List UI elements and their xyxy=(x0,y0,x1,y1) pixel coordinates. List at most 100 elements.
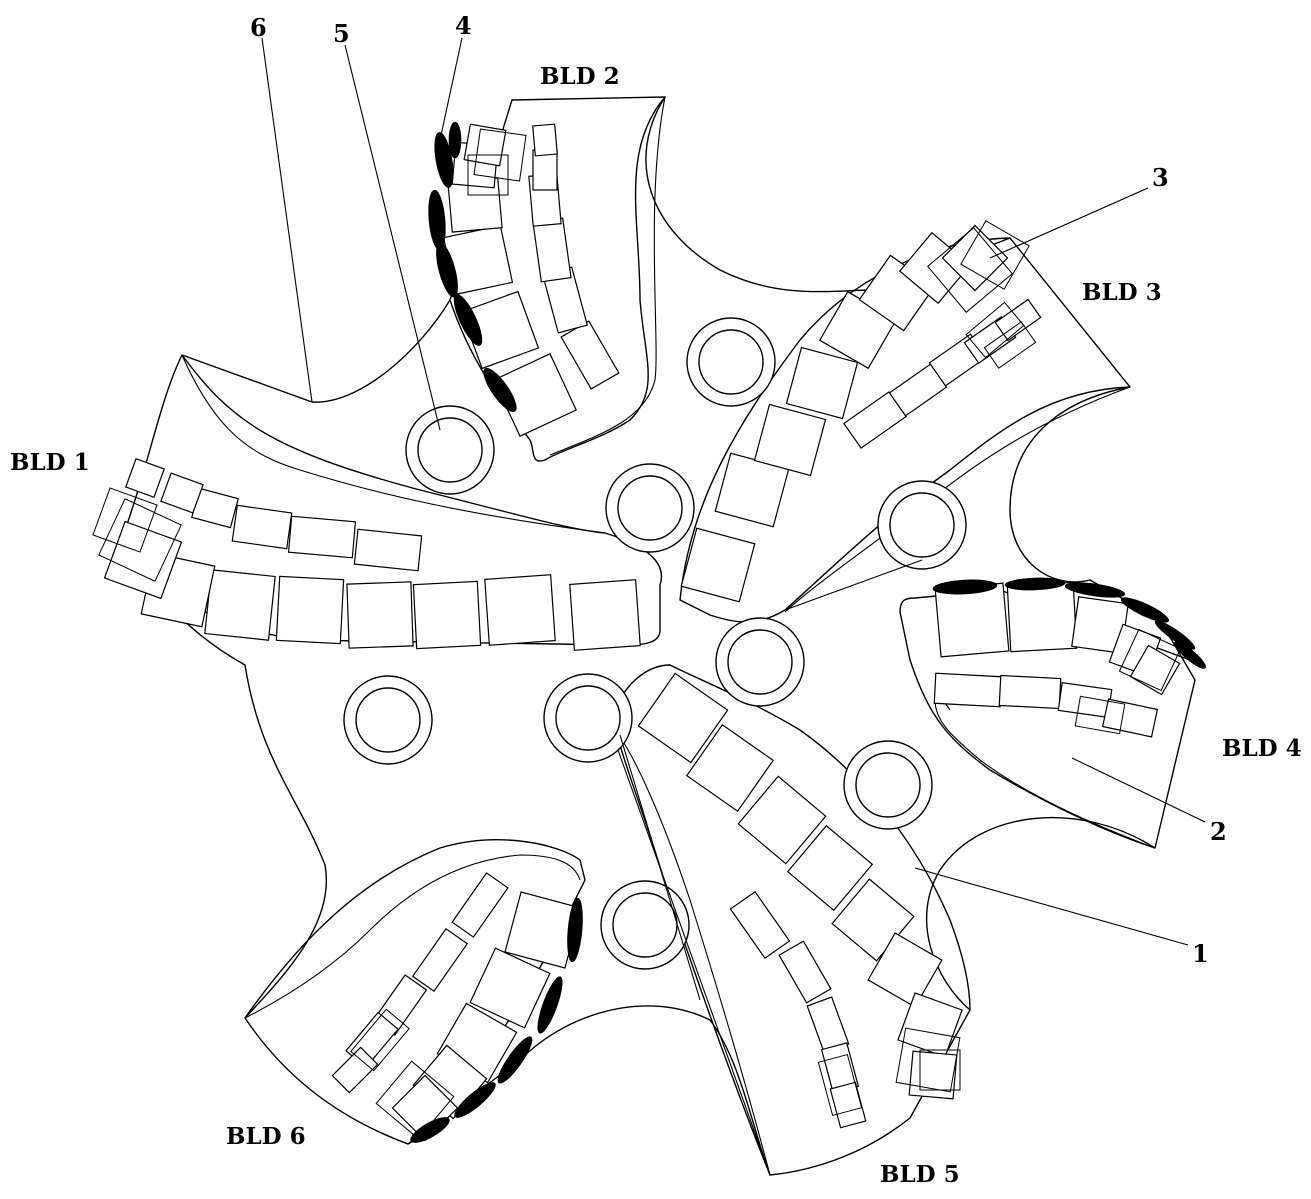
leader-line-3 xyxy=(989,187,1149,259)
cutter-chip xyxy=(497,1036,533,1084)
cutter-chip xyxy=(1064,582,1126,598)
leader-line-4 xyxy=(439,37,463,141)
cutter xyxy=(160,472,204,514)
cutter xyxy=(829,1081,867,1129)
cutter xyxy=(778,940,832,1004)
cutter xyxy=(895,1027,961,1093)
cutter xyxy=(1101,698,1159,738)
cutter xyxy=(965,301,1025,359)
cutter-chip xyxy=(1174,641,1206,669)
cutter-chip xyxy=(448,121,462,159)
leader-line-5 xyxy=(344,44,441,431)
bit-body-outline xyxy=(124,96,1196,1176)
cutter xyxy=(331,1046,379,1094)
cutter-chip xyxy=(434,132,454,188)
nozzle-line xyxy=(619,734,701,1001)
blade-6-edge xyxy=(244,854,581,1019)
cutter xyxy=(680,527,756,603)
cutter xyxy=(92,487,158,553)
cutter-chip xyxy=(1154,620,1196,650)
cutter xyxy=(1074,695,1126,735)
nozzle xyxy=(600,880,690,970)
blade-label-2: BLD 2 xyxy=(540,63,620,90)
cutter xyxy=(685,723,775,813)
cutter xyxy=(275,575,345,645)
cutter xyxy=(125,458,165,498)
nozzle xyxy=(715,617,805,707)
cutter xyxy=(960,220,1030,290)
cutter-chip-group xyxy=(410,121,1206,1143)
cutter xyxy=(867,932,943,1008)
cutter-chip xyxy=(932,579,998,595)
blade-label-6: BLD 6 xyxy=(226,1123,306,1150)
cutter-chip xyxy=(567,897,583,963)
nozzle xyxy=(605,463,695,553)
callout-5: 5 xyxy=(333,19,350,48)
cutter xyxy=(934,582,1010,658)
leader-line-1 xyxy=(914,867,1189,946)
cutter-chip xyxy=(537,976,563,1034)
cutter xyxy=(451,872,509,938)
cutter xyxy=(346,581,414,649)
cutter-chip xyxy=(483,367,517,413)
cutter xyxy=(411,927,469,993)
nozzle xyxy=(405,405,495,495)
nozzle xyxy=(343,675,433,765)
nozzle xyxy=(843,740,933,830)
cutter xyxy=(484,574,556,646)
cutter xyxy=(941,224,1009,292)
cutter xyxy=(473,128,527,182)
cutter xyxy=(569,579,641,651)
blade-3-contour xyxy=(679,237,1131,623)
cutter xyxy=(786,824,874,912)
blade-1-edge xyxy=(181,354,606,534)
cutter xyxy=(897,992,963,1058)
cutter xyxy=(532,149,558,191)
cutter-group xyxy=(92,123,1182,1142)
blade-label-3: BLD 3 xyxy=(1082,279,1162,306)
blade-label-1: BLD 1 xyxy=(10,449,90,476)
callout-4: 4 xyxy=(455,11,472,40)
blade-label-4: BLD 4 xyxy=(1222,735,1302,762)
cutter xyxy=(103,520,183,600)
cutter xyxy=(817,1053,863,1117)
cutter xyxy=(231,504,293,550)
cutter-chip xyxy=(453,294,483,346)
cutter xyxy=(998,674,1062,710)
callout-2: 2 xyxy=(1210,817,1227,846)
cutter xyxy=(1006,581,1078,653)
cutter xyxy=(637,672,729,764)
cutter-chip xyxy=(1120,597,1170,623)
blade-label-5: BLD 5 xyxy=(880,1161,960,1188)
nozzle xyxy=(543,673,633,763)
nozzle-line xyxy=(617,749,771,1176)
cutter xyxy=(412,580,482,650)
nozzle-line xyxy=(784,559,923,611)
cutter xyxy=(375,1060,455,1140)
cutter xyxy=(983,321,1037,369)
cutter xyxy=(532,123,558,157)
cutter xyxy=(467,154,509,196)
callout-1: 1 xyxy=(1192,939,1209,968)
cutter xyxy=(98,498,182,582)
blade-5-edge xyxy=(621,739,771,1176)
cutter xyxy=(350,1008,410,1072)
cutter xyxy=(469,947,551,1029)
nozzle-group xyxy=(343,317,967,970)
blade-5-contour xyxy=(619,664,971,1176)
cutter-chip xyxy=(1004,577,1066,591)
callout-6: 6 xyxy=(250,13,267,42)
cutter xyxy=(560,320,620,390)
cutter xyxy=(737,775,827,865)
nozzle xyxy=(877,480,967,570)
cutter xyxy=(753,403,827,477)
blade-2-edge xyxy=(549,96,666,456)
leader-lines xyxy=(261,37,1206,1176)
cutter xyxy=(919,1049,961,1091)
cutter xyxy=(463,123,507,167)
cutter xyxy=(927,227,1013,313)
cutter xyxy=(1118,628,1182,692)
leader-line-6 xyxy=(261,37,313,403)
cutter-chip xyxy=(410,1117,450,1143)
